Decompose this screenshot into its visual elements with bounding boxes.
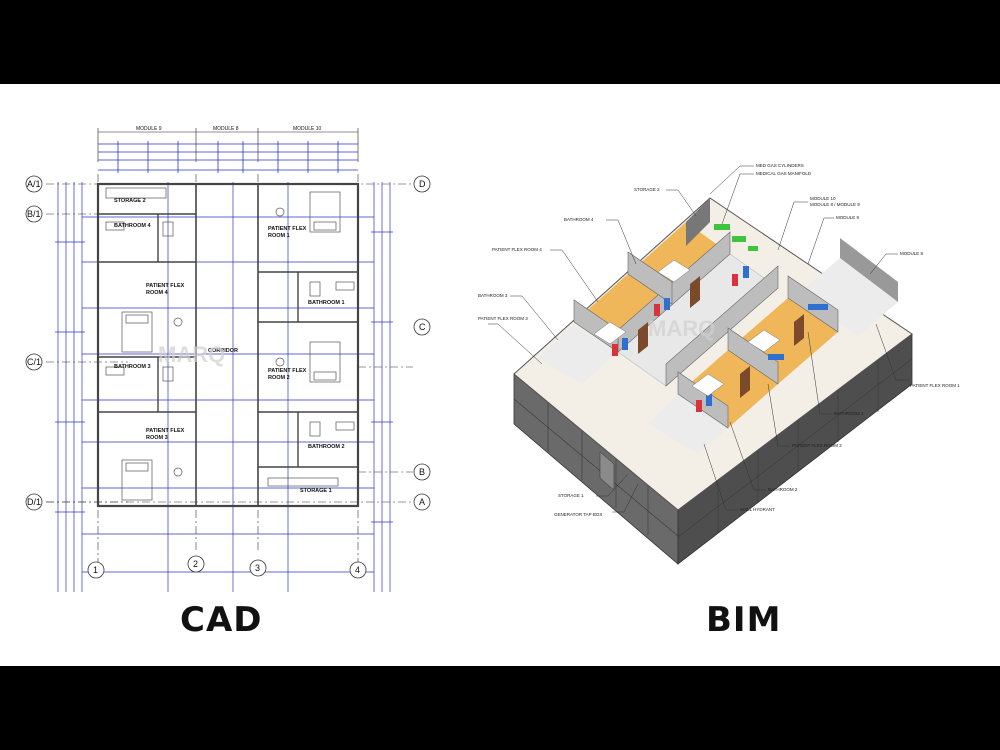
bim-label-module-10: MODULE 10 <box>810 196 836 201</box>
bim-label-wall-hydrant: WALL HYDRANT <box>740 507 775 512</box>
bim-label-bathroom-3: BATHROOM 3 <box>478 293 508 298</box>
cad-pfr3-line2: ROOM 3 <box>146 435 168 441</box>
bim-watermark: MARQ <box>648 316 715 341</box>
bim-label-bathroom-4: BATHROOM 4 <box>564 217 594 222</box>
cad-pfr1-line1: PATIENT FLEX <box>268 226 307 232</box>
grid-b1: B/1 <box>27 209 41 219</box>
bim-label-med-gas-cylinders: MED GAS CYLINDERS <box>756 163 804 168</box>
content-band: MODULE 9 MODULE 8 MODULE 10 <box>0 84 1000 666</box>
grid-4: 4 <box>355 565 360 575</box>
grid-2: 2 <box>193 559 198 569</box>
bim-label-bathroom-2: BATHROOM 2 <box>768 487 798 492</box>
bim-label-generator-tap-box: GENERATOR TAP BOX <box>554 512 602 517</box>
cad-storage-2: STORAGE 2 <box>114 198 146 204</box>
bim-label-pfr-3: PATIENT FLEX ROOM 3 <box>478 316 528 321</box>
cad-pfr4-line1: PATIENT FLEX <box>146 283 185 289</box>
cad-bathroom-2: BATHROOM 2 <box>308 444 345 450</box>
cad-bathroom-1: BATHROOM 1 <box>308 300 345 306</box>
bim-label-module-9: MODULE 9 <box>836 215 860 220</box>
bim-label-module-8-9: MODULE 8 / MODULE 9 <box>810 202 860 207</box>
bim-caption: BIM <box>706 600 782 640</box>
cad-bathroom-3: BATHROOM 3 <box>114 364 151 370</box>
cad-caption: CAD <box>180 600 263 640</box>
bim-label-module-8: MODULE 8 <box>900 251 924 256</box>
cad-bathroom-4: BATHROOM 4 <box>114 223 152 229</box>
cad-pfr4-line2: ROOM 4 <box>146 290 169 296</box>
module-9-label: MODULE 9 <box>136 126 162 132</box>
bim-label-storage-1: STORAGE 1 <box>558 493 584 498</box>
grid-3: 3 <box>255 563 260 573</box>
grid-b: B <box>419 467 425 477</box>
grid-1: 1 <box>93 565 98 575</box>
cad-pfr3-line1: PATIENT FLEX <box>146 428 185 434</box>
cad-floor-plan: MODULE 9 MODULE 8 MODULE 10 <box>25 126 431 592</box>
grid-c: C <box>419 322 426 332</box>
cad-pfr2-line1: PATIENT FLEX <box>268 368 307 374</box>
module-10-label: MODULE 10 <box>293 126 322 132</box>
bim-label-storage-2: STORAGE 2 <box>634 187 660 192</box>
bim-label-bathroom-1: BATHROOM 1 <box>834 411 864 416</box>
grid-d1: D/1 <box>27 497 41 507</box>
cad-storage-1: STORAGE 1 <box>300 488 332 494</box>
module-8-label: MODULE 8 <box>213 126 239 132</box>
grid-d: D <box>419 179 426 189</box>
cad-corridor: CORRIDOR <box>208 348 238 354</box>
bim-label-pfr-2: PATIENT FLEX ROOM 2 <box>792 443 842 448</box>
bim-label-pfr-1: PATIENT FLEX ROOM 1 <box>910 383 960 388</box>
cad-pfr1-line2: ROOM 1 <box>268 233 290 239</box>
bim-label-medical-gas-manifold: MEDICAL GAS MANIFOLD <box>756 171 812 176</box>
cad-pfr2-line2: ROOM 2 <box>268 375 290 381</box>
bim-isometric-model: MARQ MED GA <box>478 163 960 565</box>
bim-label-pfr-4: PATIENT FLEX ROOM 4 <box>492 247 542 252</box>
grid-c1: C/1 <box>27 357 41 367</box>
cad-watermark: MARQ <box>158 342 225 367</box>
grid-a1: A/1 <box>27 179 41 189</box>
grid-a: A <box>419 497 425 507</box>
